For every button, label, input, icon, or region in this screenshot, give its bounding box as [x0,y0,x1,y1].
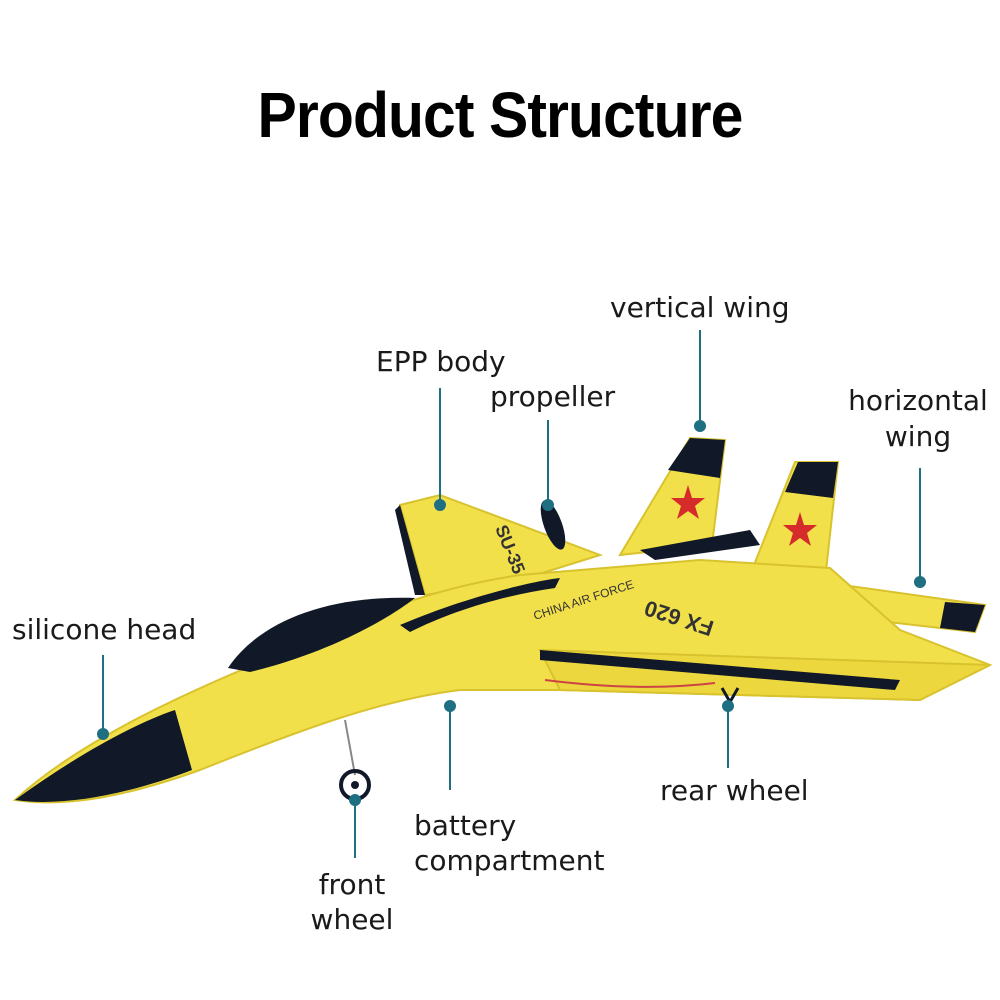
leader-dot-propeller [542,499,554,511]
intake-stripe [400,578,560,632]
label-rear-wheel: rear wheel [660,774,809,807]
label-front-wheel-line1: front [318,868,386,901]
label-epp-body: EPP body [376,345,506,378]
vertical-fin-left-tip [668,438,725,478]
label-silicone-head: silicone head [12,613,197,646]
leader-dot-vertical-wing [694,420,706,432]
leader-dot-front-wheel [349,794,361,806]
leader-dot-battery [444,700,456,712]
leader-dot-rear-wheel [722,700,734,712]
vertical-fin-right-tip [785,462,838,498]
label-front-wheel-line2: wheel [310,903,394,936]
nose-cone [15,710,192,802]
horizontal-wing-tip [940,602,985,632]
propeller-blade [540,500,566,550]
leader-dot-silicone-head [97,728,109,740]
leader-dot-horizontal-wing [914,576,926,588]
right-wing-trim [540,650,900,690]
star-left [671,485,705,519]
canopy [228,597,415,672]
page-title: Product Structure [257,79,744,151]
label-battery-line2: compartment [414,844,605,877]
left-main-wing [398,493,604,597]
label-horizontal-wing-line2: wing [884,420,952,453]
label-horizontal-wing-line1: horizontal [848,384,988,417]
leader-dot-epp-body [434,499,446,511]
fuselage [12,558,993,804]
leader-lines [97,330,926,858]
label-battery-line1: battery [414,809,517,842]
label-vertical-wing: vertical wing [610,291,790,324]
star-right [783,512,817,546]
engine-nacelle-trim [640,530,760,560]
label-propeller: propeller [490,380,616,413]
front-gear-strut [344,719,356,776]
left-wing-edge [395,505,425,595]
wires [544,679,716,688]
